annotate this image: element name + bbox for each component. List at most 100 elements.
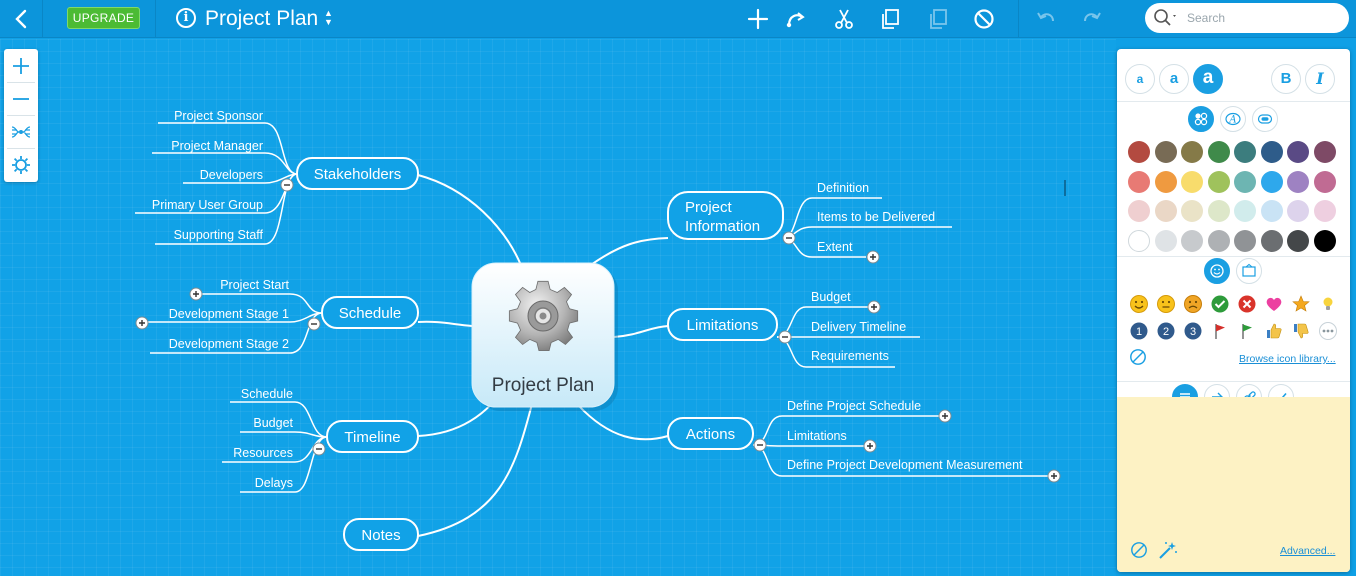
topic-project-sponsor[interactable]: Project Sponsor <box>174 109 263 123</box>
topic-define-project-development-measurement[interactable]: Define Project Development Measurement <box>787 458 1023 472</box>
magic-wand-icon[interactable] <box>1157 540 1179 560</box>
star-icon[interactable] <box>1291 294 1311 314</box>
color-swatch[interactable] <box>1313 229 1336 252</box>
smiley-neutral-icon[interactable] <box>1156 294 1176 314</box>
color-swatch[interactable] <box>1313 141 1336 163</box>
zoom-out-button[interactable] <box>6 84 36 114</box>
priority-1-icon[interactable]: 1 <box>1129 321 1149 341</box>
bold-button[interactable]: B <box>1271 64 1301 94</box>
topic-delays[interactable]: Delays <box>255 476 293 490</box>
document-title[interactable]: Project Plan <box>205 7 319 30</box>
undo-button[interactable] <box>1032 5 1060 33</box>
branch-limitations[interactable]: Limitations <box>667 308 778 341</box>
color-swatch[interactable] <box>1313 170 1336 193</box>
color-swatch[interactable] <box>1154 141 1177 163</box>
collapse-actions-button[interactable] <box>753 438 767 452</box>
topic-resources[interactable]: Resources <box>233 446 293 460</box>
expand-budget-button[interactable] <box>867 300 881 314</box>
upgrade-button[interactable]: UPGRADE <box>67 7 140 29</box>
redo-button[interactable] <box>1078 5 1106 33</box>
branch-project-information[interactable]: Project Information <box>667 191 784 240</box>
font-size-large-button[interactable]: a <box>1193 64 1223 94</box>
tab-icons[interactable] <box>1204 258 1230 284</box>
expand-extent-button[interactable] <box>866 250 880 264</box>
delete-button[interactable] <box>970 5 998 33</box>
back-button[interactable] <box>6 4 36 34</box>
add-topic-button[interactable] <box>744 5 772 33</box>
thumbs-up-icon[interactable] <box>1264 321 1284 341</box>
topic-schedule[interactable]: Schedule <box>241 387 293 401</box>
no-icon-button[interactable] <box>1129 348 1147 366</box>
topic-development-stage-2[interactable]: Development Stage 2 <box>169 337 289 351</box>
checkmark-icon[interactable] <box>1210 294 1230 314</box>
topic-project-manager[interactable]: Project Manager <box>171 139 263 153</box>
sort-icon[interactable]: ▲▼ <box>324 8 333 27</box>
color-swatch[interactable] <box>1313 200 1336 222</box>
tab-images[interactable] <box>1236 258 1262 284</box>
lightbulb-icon[interactable] <box>1318 294 1338 314</box>
topic-budget-limit[interactable]: Budget <box>811 290 851 304</box>
cut-button[interactable] <box>830 5 858 33</box>
smiley-happy-icon[interactable] <box>1129 294 1149 314</box>
color-swatch[interactable] <box>1128 170 1150 193</box>
color-swatch[interactable] <box>1181 229 1203 252</box>
collapse-project-information-button[interactable] <box>782 231 796 245</box>
expand-limitations-action-button[interactable] <box>863 439 877 453</box>
color-swatch[interactable] <box>1287 229 1309 252</box>
map-settings-button[interactable] <box>6 150 36 180</box>
branch-actions[interactable]: Actions <box>667 417 754 450</box>
color-swatch[interactable] <box>1154 229 1177 252</box>
tab-border-style[interactable] <box>1252 106 1278 132</box>
clear-style-icon[interactable] <box>1130 541 1148 559</box>
topic-primary-user-group[interactable]: Primary User Group <box>152 198 263 212</box>
expand-define-measurement-button[interactable] <box>1047 469 1061 483</box>
topic-extent[interactable]: Extent <box>817 240 853 254</box>
color-swatch[interactable] <box>1181 200 1203 222</box>
color-swatch[interactable] <box>1207 170 1230 193</box>
topic-delivery-timeline[interactable]: Delivery Timeline <box>811 320 906 334</box>
thumbs-down-icon[interactable] <box>1291 321 1311 341</box>
color-swatch[interactable] <box>1234 170 1256 193</box>
color-swatch[interactable] <box>1260 170 1283 193</box>
topic-project-start[interactable]: Project Start <box>220 278 289 292</box>
collapse-schedule-button[interactable] <box>307 317 321 331</box>
expand-define-project-schedule-button[interactable] <box>938 409 952 423</box>
browse-icon-library-link[interactable]: Browse icon library... <box>1239 353 1336 365</box>
cross-icon[interactable] <box>1237 294 1257 314</box>
notes-area[interactable]: Advanced... <box>1117 397 1350 572</box>
mindmap[interactable]: Stakeholders Schedule Timeline Notes Pro… <box>0 39 1116 576</box>
green-flag-icon[interactable] <box>1237 321 1257 341</box>
color-swatch[interactable] <box>1260 229 1283 252</box>
collapse-limitations-button[interactable] <box>778 330 792 344</box>
tab-text-style[interactable]: A <box>1220 106 1246 132</box>
color-swatch[interactable] <box>1287 170 1309 193</box>
topic-items-to-be-delivered[interactable]: Items to be Delivered <box>817 210 935 224</box>
branch-schedule[interactable]: Schedule <box>321 296 419 329</box>
topic-define-project-schedule[interactable]: Define Project Schedule <box>787 399 921 413</box>
advanced-link[interactable]: Advanced... <box>1280 545 1336 557</box>
color-swatch[interactable] <box>1181 170 1203 193</box>
color-swatch[interactable] <box>1128 141 1150 163</box>
info-icon[interactable]: i <box>176 8 196 28</box>
color-swatch[interactable] <box>1128 200 1150 222</box>
mindmap-canvas[interactable]: Stakeholders Schedule Timeline Notes Pro… <box>0 39 1116 576</box>
color-swatch[interactable] <box>1207 200 1230 222</box>
branch-notes[interactable]: Notes <box>343 518 419 551</box>
add-relation-button[interactable] <box>782 5 810 33</box>
branch-stakeholders[interactable]: Stakeholders <box>296 157 419 190</box>
collapse-timeline-button[interactable] <box>312 442 326 456</box>
topic-development-stage-1[interactable]: Development Stage 1 <box>169 307 289 321</box>
color-swatch[interactable] <box>1234 229 1256 252</box>
central-topic[interactable]: Project Plan <box>471 262 618 411</box>
topic-requirements[interactable]: Requirements <box>811 349 889 363</box>
collapse-stakeholders-button[interactable] <box>280 178 294 192</box>
topic-limitations-action[interactable]: Limitations <box>787 429 847 443</box>
heart-icon[interactable] <box>1264 294 1284 314</box>
color-swatch[interactable] <box>1154 170 1177 193</box>
color-swatch[interactable] <box>1287 141 1309 163</box>
color-swatch[interactable] <box>1207 141 1230 163</box>
zoom-in-button[interactable] <box>6 51 36 81</box>
color-swatch[interactable] <box>1154 200 1177 222</box>
topic-definition[interactable]: Definition <box>817 181 869 195</box>
color-swatch[interactable] <box>1287 200 1309 222</box>
